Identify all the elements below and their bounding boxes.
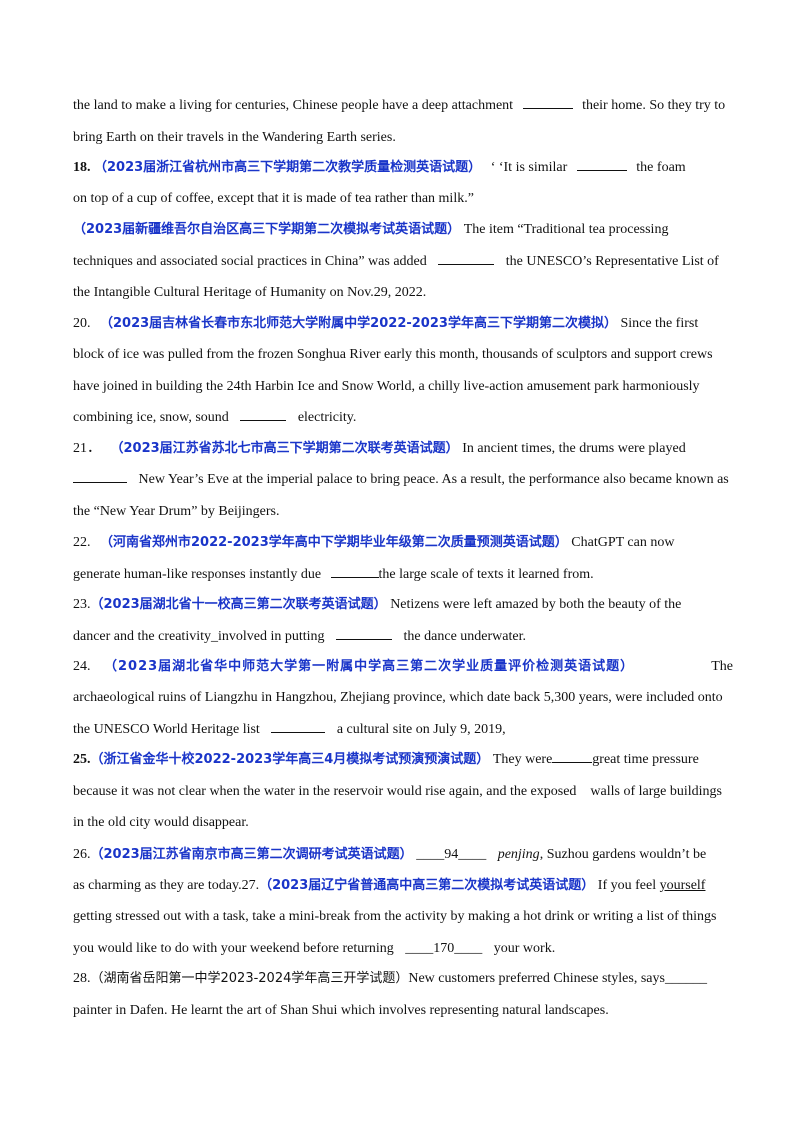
answer-blank[interactable]	[330, 565, 379, 578]
question-20: 20. （2023届吉林省长春市东北师范大学附属中学2022-2023学年高三下…	[73, 316, 699, 331]
answer-filled: ____170____	[405, 941, 483, 956]
text-line: the UNESCO World Heritage list a cultura…	[73, 720, 506, 737]
question-19: （2023届新疆维吾尔自治区高三下学期第二次模拟考试英语试题） The item…	[73, 222, 669, 237]
question-27: as charming as they are today.27.（2023届辽…	[73, 878, 706, 893]
text-line: combining ice, snow, sound electricity.	[73, 408, 357, 425]
question-26: 26.（2023届江苏省南京市高三第二次调研考试英语试题） ____94____…	[73, 847, 707, 862]
source-label: （2023届辽宁省普通高中高三第二次模拟考试英语试题）	[259, 878, 595, 893]
answer-blank[interactable]	[271, 720, 326, 733]
question-21: 21． （2023届江苏省苏北七市高三下学期第二次联考英语试题） In anci…	[73, 441, 686, 456]
text-line: the “New Year Drum” by Beijingers.	[73, 504, 280, 519]
text-line: on top of a cup of coffee, except that i…	[73, 191, 474, 206]
question-28: 28.（湖南省岳阳第一中学2023-2024学年高三开学试题）New custo…	[73, 971, 707, 986]
answer-blank[interactable]	[240, 408, 287, 421]
answer-blank[interactable]	[336, 627, 393, 640]
answer-blank[interactable]	[552, 750, 593, 763]
answer-blank[interactable]	[73, 470, 127, 483]
text-line: because it was not clear when the water …	[73, 784, 722, 799]
source-label: （河南省郑州市2022-2023学年高中下学期毕业年级第二次质量预测英语试题）	[100, 535, 568, 550]
text-line: techniques and associated social practic…	[73, 252, 719, 269]
source-label: （2023届新疆维吾尔自治区高三下学期第二次模拟考试英语试题）	[73, 222, 461, 237]
source-label: （2023届湖北省十一校高三第二次联考英语试题）	[90, 597, 387, 612]
text-line: have joined in building the 24th Harbin …	[73, 379, 700, 394]
text-line: painter in Dafen. He learnt the art of S…	[73, 1003, 609, 1018]
source-label: （2023届江苏省南京市高三第二次调研考试英语试题）	[90, 847, 413, 862]
question-22: 22. （河南省郑州市2022-2023学年高中下学期毕业年级第二次质量预测英语…	[73, 535, 675, 550]
answer-blank[interactable]	[438, 252, 495, 265]
text-line: bring Earth on their travels in the Wand…	[73, 130, 396, 145]
answer-blank[interactable]	[522, 96, 573, 109]
text-line: dancer and the creativity_involved in pu…	[73, 627, 526, 644]
source-label: （湖南省岳阳第一中学2023-2024学年高三开学试题）	[90, 971, 409, 986]
question-18: 18. （2023届浙江省杭州市高三下学期第二次教学质量检测英语试题） ‘ ‘I…	[73, 158, 686, 175]
text-line: New Year’s Eve at the imperial palace to…	[73, 470, 733, 490]
text-line: archaeological ruins of Liangzhu in Hang…	[73, 690, 723, 705]
source-label: （2023届湖北省华中师范大学第一附属中学高三第二次学业质量评价检测英语试题）	[104, 659, 635, 674]
text-line: in the old city would disappear.	[73, 815, 249, 830]
source-label: （浙江省金华十校2022-2023学年高三4月模拟考试预演预演试题）	[90, 752, 490, 767]
question-24: 24. （2023届湖北省华中师范大学第一附属中学高三第二次学业质量评价检测英语…	[73, 659, 733, 674]
answer-filled: yourself	[659, 878, 706, 893]
text-line: the land to make a living for centuries,…	[73, 96, 726, 113]
answer-blank[interactable]: ______	[664, 971, 707, 986]
source-label: （2023届江苏省苏北七市高三下学期第二次联考英语试题）	[110, 441, 459, 456]
answer-filled: ____94____	[416, 847, 487, 862]
question-25: 25.（浙江省金华十校2022-2023学年高三4月模拟考试预演预演试题） Th…	[73, 750, 699, 767]
question-23: 23.（2023届湖北省十一校高三第二次联考英语试题） Netizens wer…	[73, 597, 682, 612]
answer-blank[interactable]	[576, 158, 627, 171]
text-line: you would like to do with your weekend b…	[73, 941, 556, 956]
text-line: block of ice was pulled from the frozen …	[73, 347, 713, 362]
text-line: the Intangible Cultural Heritage of Huma…	[73, 285, 427, 300]
text-line: getting stressed out with a task, take a…	[73, 909, 717, 924]
source-label: （2023届浙江省杭州市高三下学期第二次教学质量检测英语试题）	[94, 160, 482, 175]
source-label: （2023届吉林省长春市东北师范大学附属中学2022-2023学年高三下学期第二…	[100, 316, 617, 331]
text-line: generate human-like responses instantly …	[73, 565, 594, 582]
